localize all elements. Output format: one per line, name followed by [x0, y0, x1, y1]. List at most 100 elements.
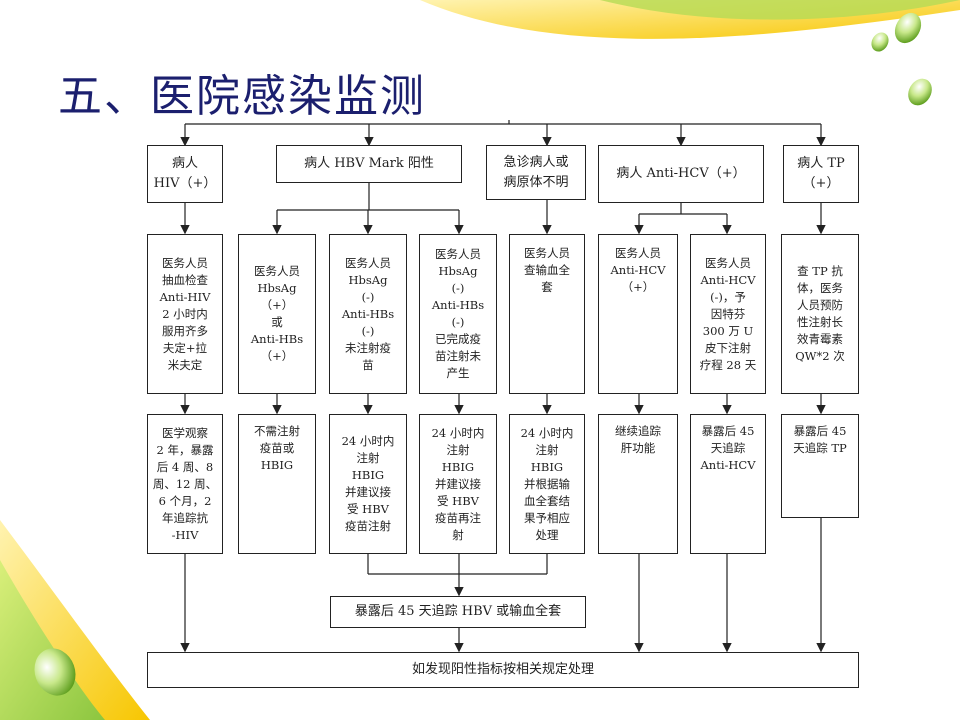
- flowchart-connectors: [180, 120, 826, 653]
- node-emergency-patient: 急诊病人或 病原体不明: [486, 145, 586, 200]
- node-line: HBIG: [441, 459, 475, 474]
- node-line: 24 小时内: [431, 425, 485, 440]
- node-patient-hbv: 病人 HBV Mark 阳性: [276, 145, 462, 183]
- node-line: 夫定+拉: [162, 340, 208, 355]
- node-line: 注射: [356, 451, 380, 465]
- node-staff-hcv-positive: 医务人员 Anti-HCV （+）: [598, 234, 678, 394]
- node-line: 产生: [446, 366, 470, 380]
- node-hbig-vaccine: 24 小时内 注射 HBIG 并建议接 受 HBV 疫苗注射: [329, 414, 407, 554]
- node-line: 苗注射未: [435, 349, 481, 363]
- slide-title: 五、医院感染监测: [58, 71, 426, 122]
- node-line: （+）: [260, 349, 294, 363]
- node-line: 病人: [171, 156, 198, 171]
- node-line: （+）: [802, 176, 840, 191]
- top-yellow-swoosh: [420, 0, 960, 39]
- node-line: 医务人员: [705, 255, 751, 270]
- node-final-handling: 如发现阳性指标按相关规定处理: [147, 652, 859, 688]
- node-line: 病人 Anti-HCV（+）: [616, 166, 746, 181]
- node-line: 医务人员: [524, 246, 570, 260]
- node-line: Anti-HCV: [700, 272, 756, 287]
- node-line: 后 4 周、8: [156, 459, 214, 474]
- node-line: 病原体不明: [503, 174, 569, 190]
- node-line: 不需注射: [254, 424, 300, 438]
- node-line: 已完成疫: [435, 332, 481, 346]
- node-line: 处理: [535, 527, 559, 542]
- node-line: 注射: [535, 442, 559, 457]
- node-line: 病人 TP: [797, 156, 845, 171]
- node-line: 暴露后 45: [793, 424, 847, 438]
- node-line: 医务人员: [345, 255, 391, 270]
- node-line: 疫苗再注: [435, 510, 481, 525]
- node-line: 天追踪 TP: [793, 441, 847, 455]
- node-line: 继续追踪: [615, 424, 661, 438]
- node-line: -HIV: [171, 527, 199, 542]
- node-line: 受 HBV: [437, 493, 479, 508]
- node-line: Anti-HIV: [159, 289, 211, 304]
- node-line: 暴露后 45 天追踪 HBV 或输血全套: [354, 604, 562, 619]
- node-staff-unvaccinated: 医务人员 HbsAg (-) Anti-HBs (-) 未注射疫 苗: [329, 234, 407, 394]
- node-line: HBIG: [260, 458, 294, 472]
- node-line: 服用齐多: [162, 323, 208, 338]
- droplet-icon: [871, 32, 889, 52]
- node-line: 疫苗注射: [345, 519, 391, 533]
- node-line: 查 TP 抗: [797, 264, 843, 278]
- node-line: 如发现阳性指标按相关规定处理: [411, 662, 594, 677]
- node-line: 医务人员: [254, 264, 300, 278]
- node-line: 性注射长: [797, 315, 843, 329]
- node-line: 人员预防: [797, 298, 843, 312]
- node-line: 或: [271, 315, 283, 329]
- node-line: 疗程 28 天: [699, 357, 757, 372]
- node-line: 疫苗或: [259, 441, 295, 455]
- node-line: HbsAg: [257, 281, 297, 295]
- node-line: 未注射疫: [345, 340, 391, 355]
- node-line: 因特芬: [710, 306, 746, 321]
- node-line: 查输血全: [524, 263, 570, 277]
- node-line: 体，医务: [797, 281, 843, 295]
- node-line: 2 小时内: [162, 306, 208, 321]
- droplet-icon: [894, 12, 922, 44]
- node-line: 血全套结: [524, 493, 570, 508]
- node-line: 医学观察: [162, 425, 208, 440]
- node-line: HbsAg: [348, 272, 388, 287]
- node-line: 苗: [362, 357, 374, 372]
- node-line: 周、12 周、: [152, 476, 218, 491]
- node-line: 暴露后 45: [701, 424, 755, 438]
- node-line: HBIG: [351, 468, 385, 482]
- node-line: Anti-HBs: [250, 332, 304, 346]
- node-line: HIV（+）: [153, 176, 217, 191]
- node-line: 年追踪抗: [162, 510, 208, 525]
- node-line: 套: [541, 280, 553, 294]
- node-line: 医务人员: [162, 255, 208, 270]
- node-line: 并建议接: [435, 476, 481, 491]
- node-line: 2 年，暴露: [156, 442, 214, 457]
- node-line: QW*2 次: [795, 349, 845, 363]
- node-line: 并根据输: [524, 476, 570, 491]
- node-track-liver-function: 继续追踪 肝功能: [598, 414, 678, 554]
- node-line: 医务人员: [615, 246, 661, 260]
- node-staff-hiv: 医务人员 抽血检查 Anti-HIV 2 小时内 服用齐多 夫定+拉 米夫定: [147, 234, 223, 394]
- node-line: 肝功能: [620, 441, 656, 455]
- node-line: (-): [361, 289, 375, 304]
- bottom-left-yellow-swoosh: [0, 520, 150, 720]
- node-line: 果予相应: [524, 510, 570, 525]
- top-green-swoosh: [600, 0, 960, 20]
- node-line: 皮下注射: [705, 340, 751, 355]
- droplet-icon: [908, 78, 932, 106]
- node-patient-hiv: 病人 HIV（+）: [147, 145, 223, 203]
- node-staff-vaccinated-no-response: 医务人员 HbsAg (-) Anti-HBs (-) 已完成疫 苗注射未 产生: [419, 234, 497, 394]
- node-line: 射: [452, 527, 464, 542]
- node-line: 受 HBV: [347, 502, 389, 516]
- droplet-icon: [34, 648, 76, 696]
- node-line: 24 小时内: [341, 434, 395, 448]
- node-hbig-blood-result: 24 小时内 注射 HBIG 并根据输 血全套结 果予相应 处理: [509, 414, 585, 554]
- node-line: 效青霉素: [797, 332, 843, 346]
- node-line: 并建议接: [345, 485, 391, 499]
- node-line: (-): [451, 281, 465, 295]
- node-merge-track-hbv: 暴露后 45 天追踪 HBV 或输血全套: [330, 596, 586, 628]
- node-hbig-revaccine: 24 小时内 注射 HBIG 并建议接 受 HBV 疫苗再注 射: [419, 414, 497, 554]
- node-no-injection-needed: 不需注射 疫苗或 HBIG: [238, 414, 316, 554]
- node-line: 医务人员: [435, 247, 481, 261]
- node-line: HbsAg: [438, 264, 478, 278]
- node-line: (-): [451, 315, 465, 329]
- node-line: 6 个月，2: [158, 493, 212, 508]
